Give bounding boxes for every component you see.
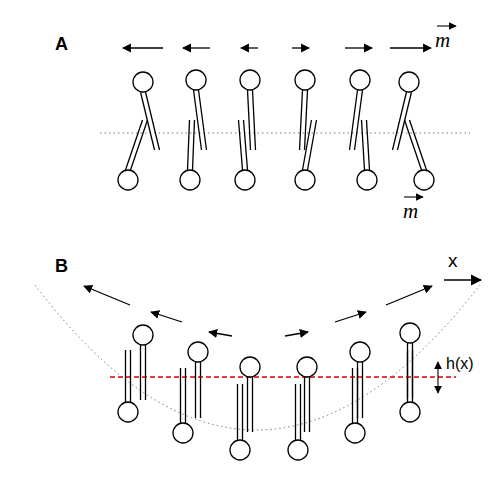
- lipid-head: [133, 325, 153, 345]
- lipid-head: [173, 423, 193, 443]
- axis-arrow: [444, 279, 481, 281]
- lipid-head: [240, 70, 260, 90]
- lipid-tail: [126, 120, 148, 170]
- director-arrow: [390, 47, 431, 48]
- lipid-tail: [238, 384, 243, 440]
- director-arrow: [123, 47, 163, 48]
- lipid-tail: [300, 90, 308, 150]
- lipid-head: [295, 170, 315, 190]
- lipid-head: [186, 70, 206, 90]
- lipid-tail: [141, 92, 160, 150]
- lipid-head: [350, 70, 370, 90]
- lipid-head: [400, 323, 420, 343]
- lipid-head: [345, 423, 365, 443]
- lipid-head: [350, 342, 370, 362]
- lipid-head: [235, 170, 255, 190]
- lipid-head: [297, 357, 317, 377]
- vector-symbol: m: [435, 28, 450, 53]
- lipid-tail: [353, 368, 358, 423]
- director-arrow: [209, 332, 232, 336]
- lipid-tail: [358, 362, 363, 418]
- lipid-head: [118, 402, 138, 422]
- lipid-head: [118, 170, 138, 190]
- director-arrow: [241, 47, 258, 48]
- director-arrow: [292, 47, 309, 48]
- lipid-head: [400, 402, 420, 422]
- lipid-head: [414, 170, 434, 190]
- lipid-head: [180, 170, 200, 190]
- vector-symbol: m: [403, 199, 418, 224]
- lipid-tail: [248, 90, 256, 150]
- lipid-tail: [350, 90, 363, 150]
- lipid-head: [357, 170, 377, 190]
- lipid-tail: [141, 345, 146, 400]
- lipid-head: [133, 72, 153, 92]
- lipid-tail: [296, 384, 301, 440]
- director-arrow: [335, 312, 366, 322]
- lipid-tail: [393, 92, 412, 150]
- height-label: h(x): [446, 354, 474, 373]
- lipid-head: [399, 72, 419, 92]
- vector-accent: [437, 25, 456, 26]
- panel-letter: A: [55, 34, 68, 56]
- lipid-tail: [408, 343, 413, 398]
- director-arrow: [386, 286, 432, 305]
- lipid-tail: [303, 120, 317, 170]
- director-arrow: [345, 47, 372, 48]
- lipid-tail: [239, 120, 248, 170]
- lipid-head: [230, 440, 250, 460]
- panel-a: [100, 26, 481, 280]
- panel-letter: B: [55, 256, 68, 278]
- height-arrow: [437, 362, 438, 393]
- lipid-head: [295, 70, 315, 90]
- director-arrow: [285, 332, 308, 336]
- lipid-tail: [405, 120, 427, 170]
- curved-midsurface: [35, 285, 480, 430]
- lipid-tail: [194, 90, 207, 150]
- lipid-head: [188, 342, 208, 362]
- axis-label: x: [448, 250, 458, 273]
- director-arrow: [151, 312, 182, 322]
- director-arrow: [183, 47, 210, 48]
- reference-line: [110, 376, 456, 377]
- lipid-tail: [362, 120, 370, 170]
- lipid-head: [288, 440, 308, 460]
- lipid-tail: [188, 120, 195, 170]
- vector-accent: [404, 196, 423, 197]
- lipid-tail: [181, 368, 186, 423]
- director-arrow: [84, 286, 130, 305]
- lipid-tail: [248, 377, 253, 432]
- lipid-tail: [408, 350, 413, 402]
- lipid-tail: [305, 377, 310, 432]
- lipid-tail: [196, 362, 201, 418]
- panel-b: [35, 197, 480, 460]
- lipid-head: [240, 357, 260, 377]
- lipid-tail: [126, 350, 131, 402]
